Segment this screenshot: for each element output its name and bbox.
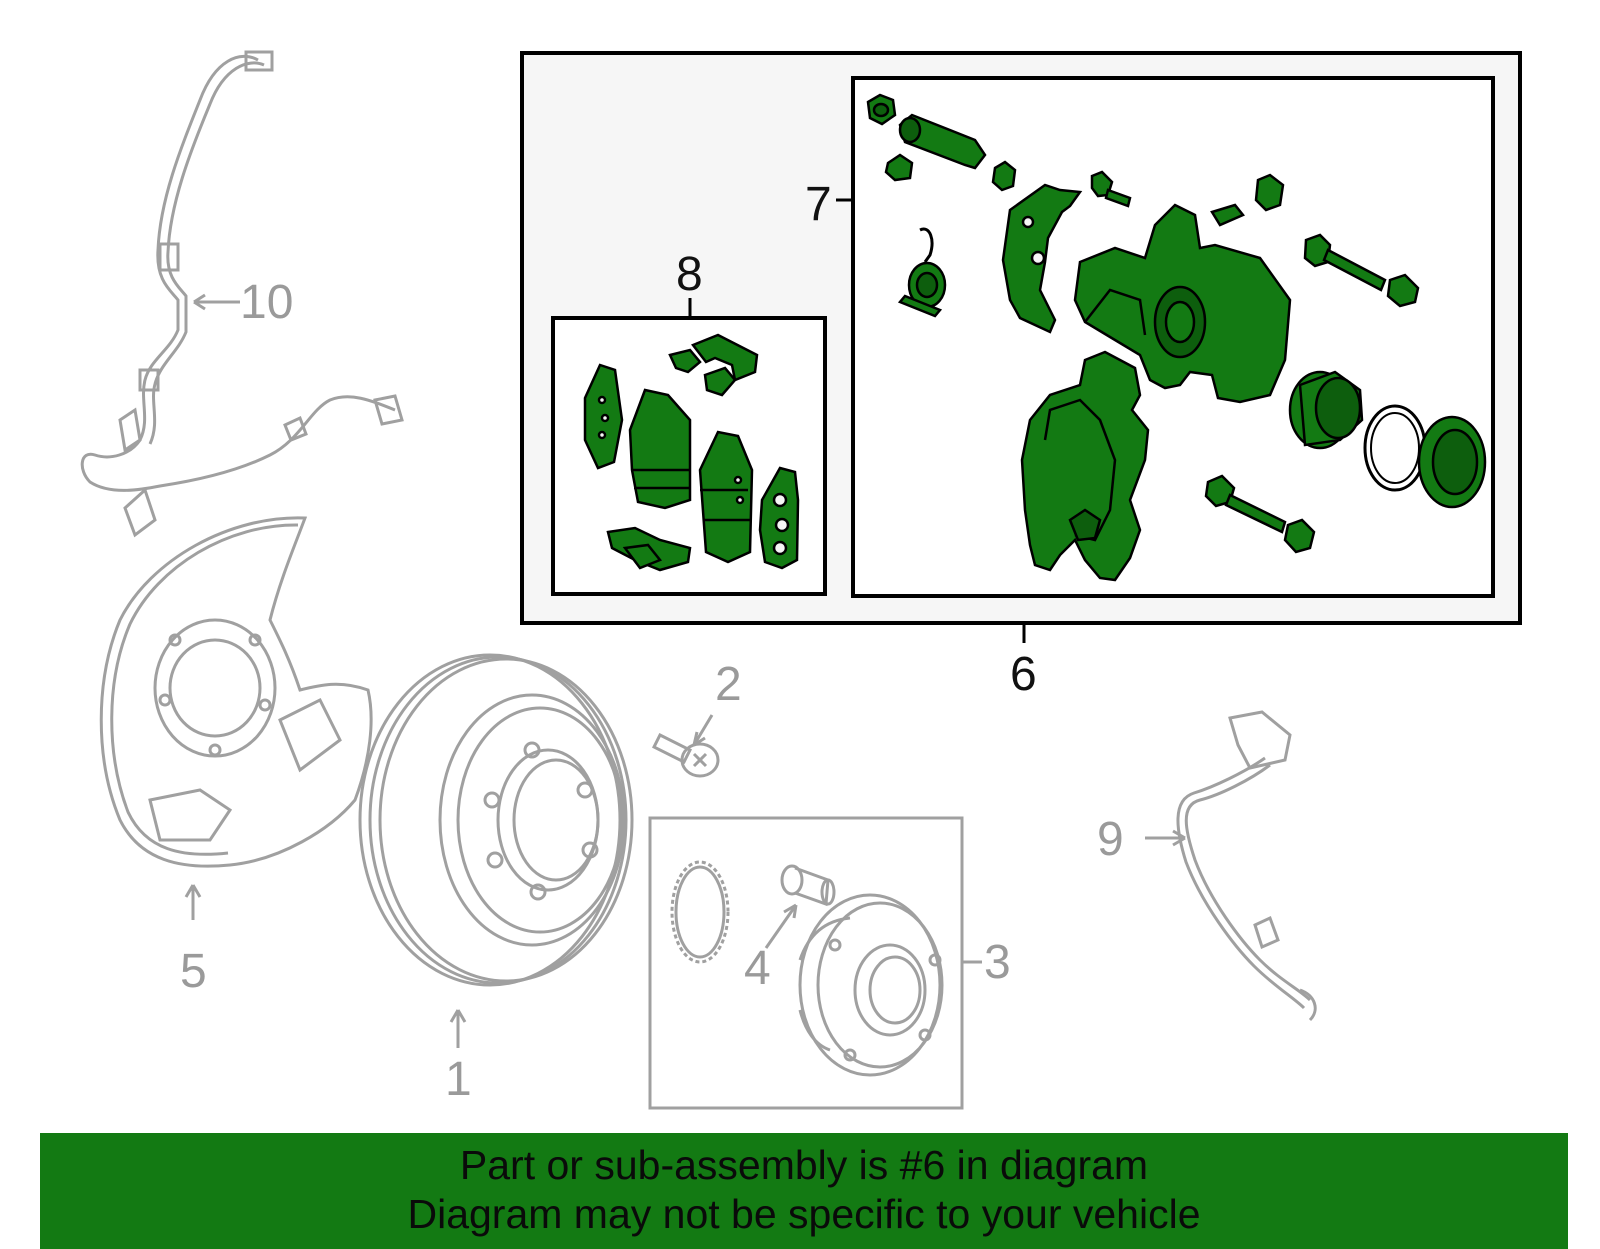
part-5-splash-shield[interactable] xyxy=(99,516,373,868)
callout-7: 7 xyxy=(805,178,832,231)
part-1-brake-rotor[interactable] xyxy=(358,653,634,987)
part-3-hub-bearing[interactable] xyxy=(798,893,944,1077)
banner-line-1: Part or sub-assembly is #6 in diagram xyxy=(459,1142,1149,1188)
callout-4: 4 xyxy=(744,942,771,995)
callout-5: 5 xyxy=(180,945,207,998)
part-4-wheel-stud[interactable] xyxy=(780,864,836,907)
callout-labels: 10 5 1 2 4 3 9 7 8 6 xyxy=(180,178,1124,1106)
part-9-brake-hose[interactable] xyxy=(1176,710,1317,1022)
banner-line-2: Diagram may not be specific to your vehi… xyxy=(407,1191,1201,1237)
callout-2: 2 xyxy=(715,658,742,711)
part-8-brake-pad-set[interactable] xyxy=(583,333,800,572)
leader-lines xyxy=(184,198,1186,1048)
callout-10: 10 xyxy=(240,276,293,329)
callout-9: 9 xyxy=(1097,813,1124,866)
part-7-caliper-components[interactable] xyxy=(866,93,1487,582)
callout-1: 1 xyxy=(445,1053,472,1106)
part-tone-ring[interactable] xyxy=(670,860,730,964)
callout-6: 6 xyxy=(1010,648,1037,701)
callout-3: 3 xyxy=(984,936,1011,989)
callout-8: 8 xyxy=(676,248,703,301)
info-banner: Part or sub-assembly is #6 in diagram Di… xyxy=(40,1133,1568,1249)
part-2-screw[interactable] xyxy=(651,732,720,778)
part-10-speed-sensor-harness[interactable] xyxy=(80,50,404,538)
